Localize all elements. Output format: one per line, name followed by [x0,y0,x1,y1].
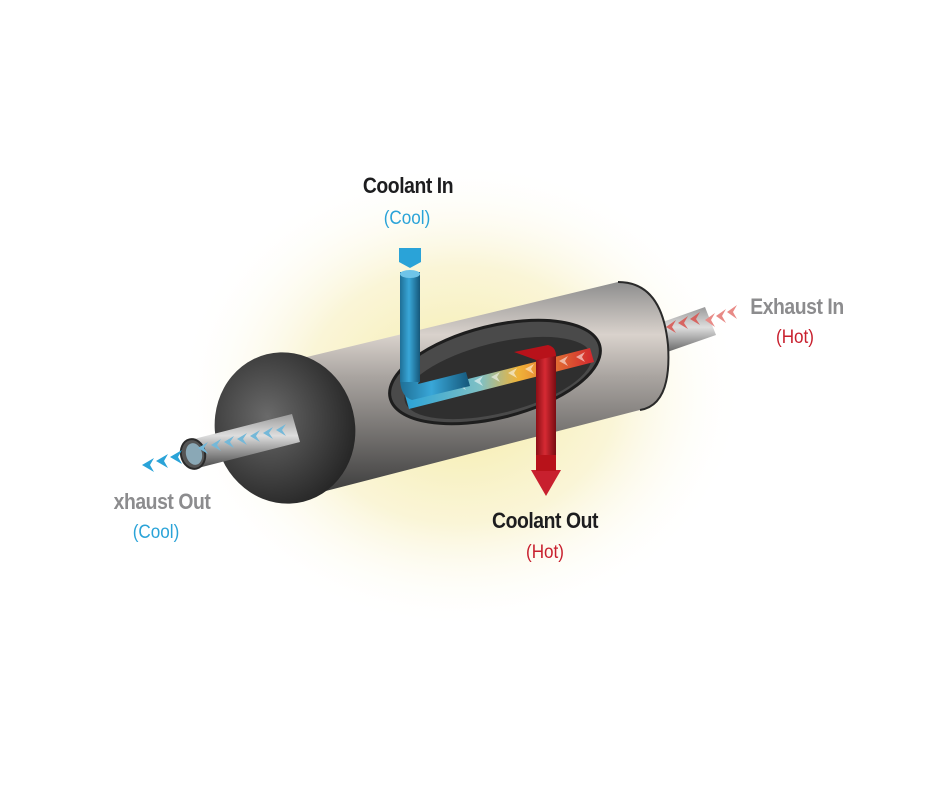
exhaust-in-arrows [705,305,737,327]
exhaust-out-sublabel: (Cool) [132,522,180,543]
exhaust-out-label: xhaust Out [113,489,211,514]
coolant-in-sublabel: (Cool) [383,208,431,229]
exhaust-in-label: Exhaust In [750,294,844,319]
coolant-in-tube [399,248,470,400]
coolant-out-tube [514,345,561,496]
exhaust-in-sublabel: (Hot) [775,327,815,348]
coolant-out-sublabel: (Hot) [525,542,565,563]
exhaust-pipe-arrows [198,424,286,454]
coolant-out-arrow [531,470,561,496]
coolant-out-label: Coolant Out [492,508,598,533]
exhaust-out-arrows [142,450,182,472]
coolant-in-arrow [399,248,421,268]
coolant-in-label: Coolant In [362,173,454,198]
exhaust-out-pipe [142,414,300,472]
